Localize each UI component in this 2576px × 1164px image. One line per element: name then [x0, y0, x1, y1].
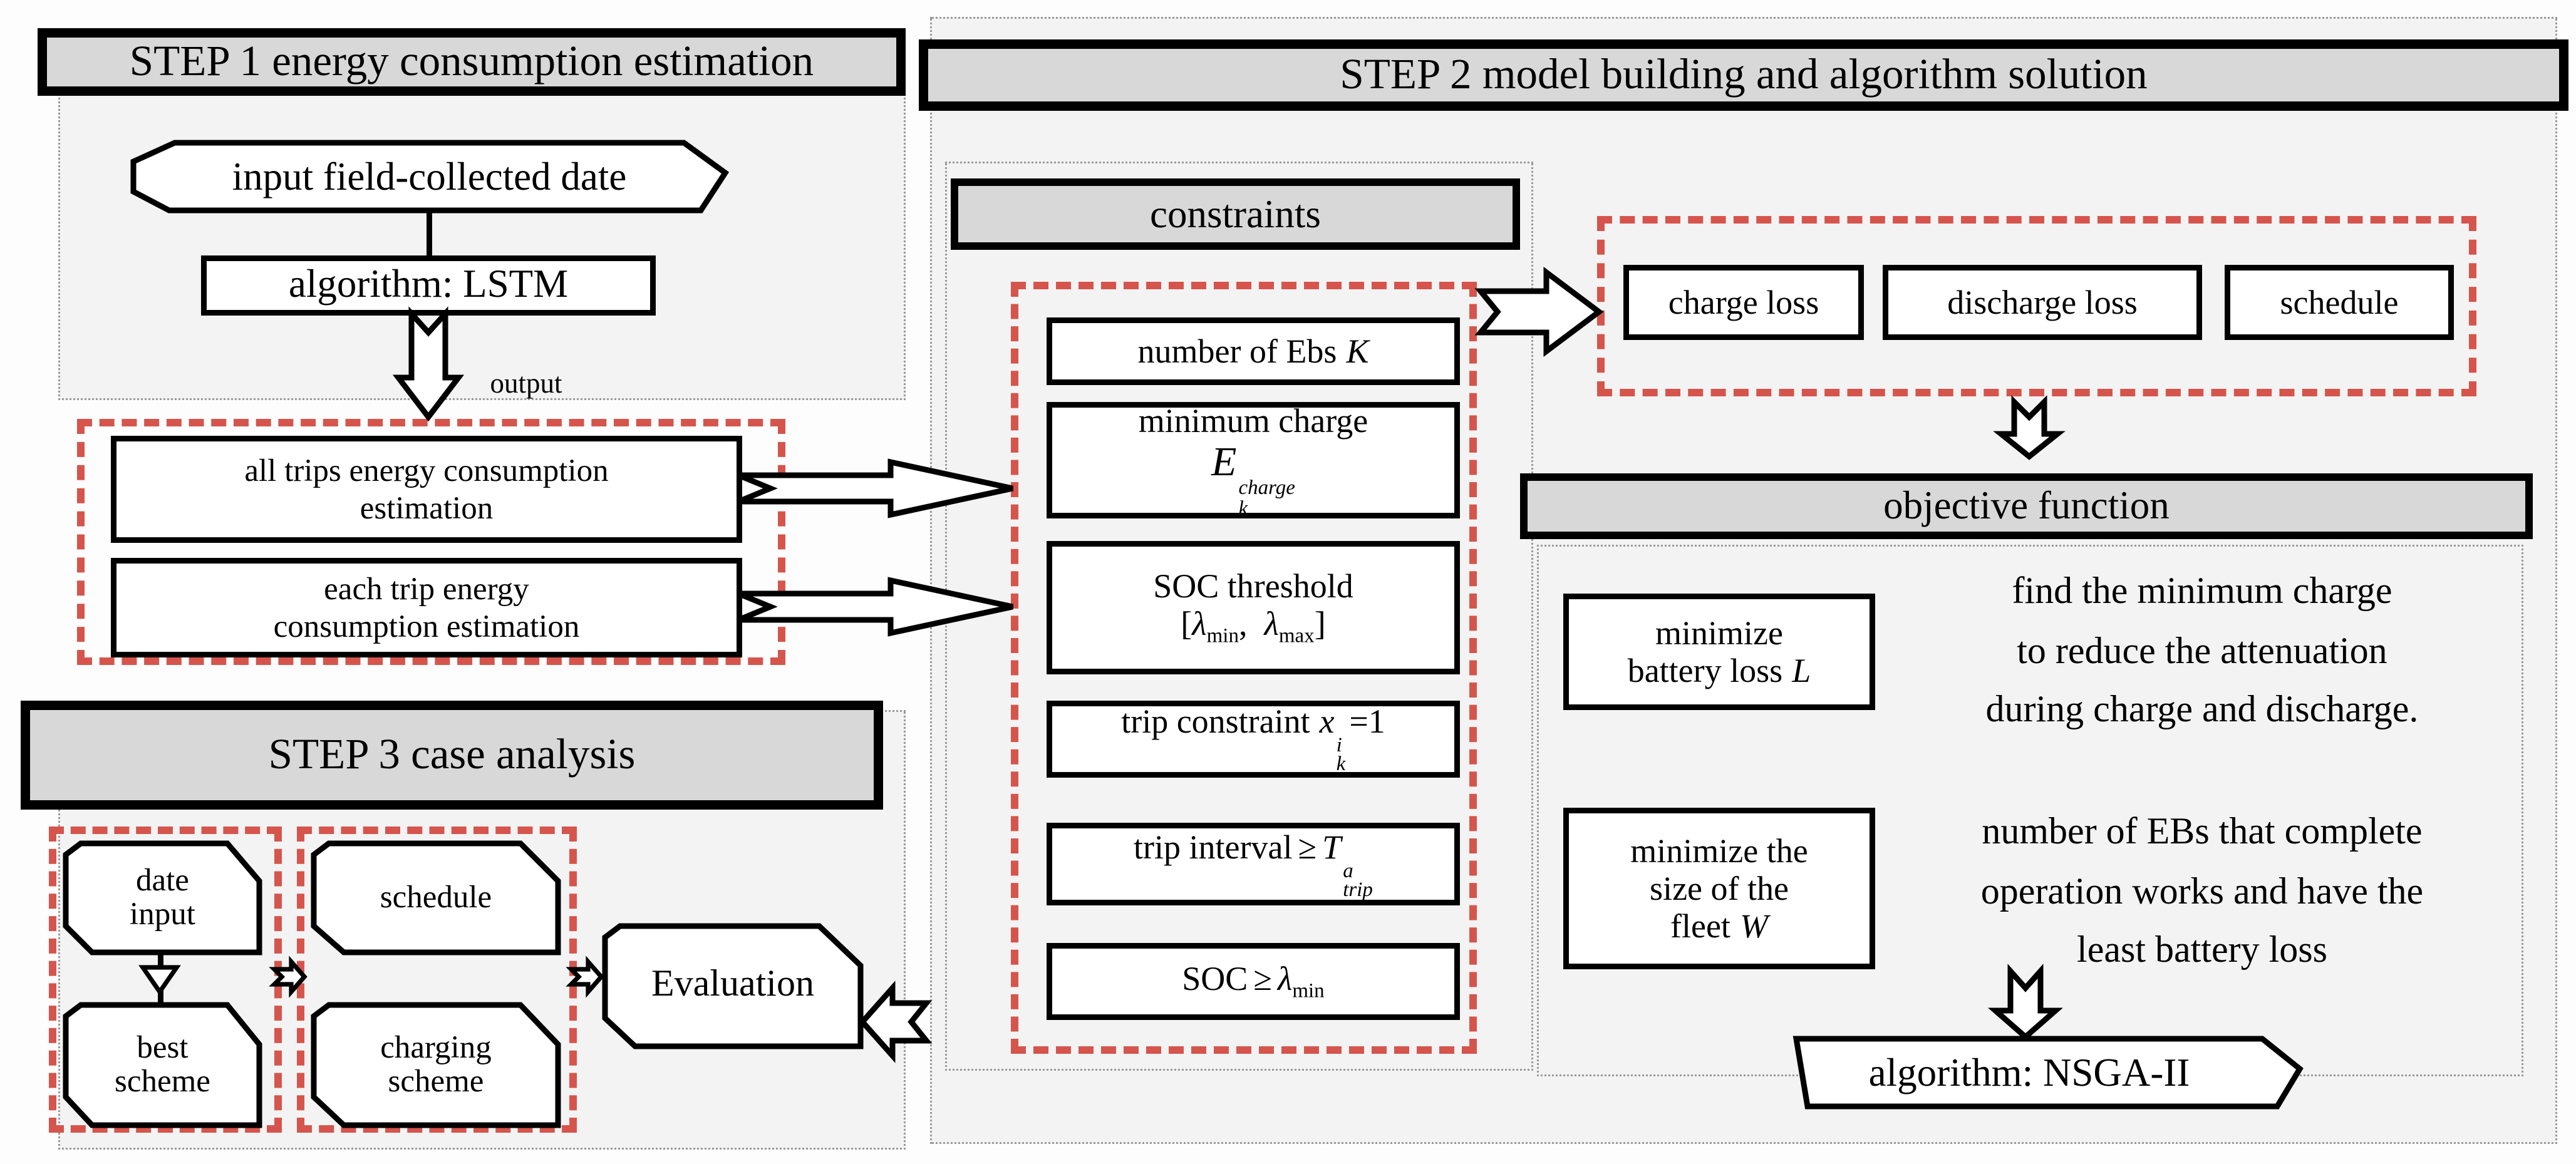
step1-title: STEP 1 energy consumption estimation: [129, 37, 814, 85]
objective-header: objective function: [1520, 473, 2533, 539]
charging-scheme-card: charging scheme: [311, 1002, 561, 1128]
each-trip-line1: each trip energy: [324, 572, 529, 608]
nsga-banner: algorithm: NSGA-II: [1759, 1036, 2304, 1110]
card-icon: [63, 840, 262, 955]
input-data-banner: input field-collected date: [130, 140, 730, 214]
card-icon: [602, 923, 864, 1049]
date-input-label: date input: [130, 861, 195, 932]
arrow-losses-to-objective: [1993, 395, 2066, 460]
schedule-card: schedule: [311, 840, 561, 955]
nsga-label: algorithm: NSGA-II: [1868, 1049, 2190, 1094]
arrow-input-to-schedule-group: [269, 955, 308, 998]
schedule-loss-box: schedule: [2225, 265, 2454, 340]
step1-header: STEP 1 energy consumption estimation: [38, 28, 906, 96]
step3-title: STEP 3 case analysis: [268, 730, 636, 778]
constraints-dashed-group: [1011, 282, 1477, 1054]
step2-header: STEP 2 model building and algorithm solu…: [919, 39, 2568, 111]
best-scheme-card: best scheme: [63, 1002, 262, 1128]
card-icon: [311, 840, 561, 955]
step2-title: STEP 2 model building and algorithm solu…: [1340, 50, 2148, 98]
arrow-objective-to-nsga: [1988, 964, 2063, 1041]
losses-dashed-group: [1597, 216, 2476, 396]
schedule-card-label: schedule: [380, 878, 492, 915]
constraints-title: constraints: [1150, 191, 1321, 237]
arrow-eachtrip-to-constraints: [737, 577, 1016, 637]
triangle-down-icon: [138, 965, 181, 996]
connector-input-to-lstm: [427, 210, 432, 257]
banner-card-icon: [130, 140, 730, 214]
evaluation-card: Evaluation: [602, 923, 864, 1049]
arrow-constraints-to-losses: [1474, 267, 1604, 357]
input-data-label: input field-collected date: [232, 153, 627, 198]
all-trips-estimation-box: all trips energy consumption estimation: [111, 436, 742, 543]
each-trip-line2: consumption estimation: [273, 607, 580, 644]
small-arrow-right-icon: [566, 955, 604, 998]
arrow-step2-to-evaluation: [858, 981, 933, 1063]
small-arrow-right-icon: [269, 955, 308, 998]
card-icon: [311, 1002, 561, 1128]
charge-loss-box: charge loss: [1623, 265, 1864, 340]
charging-scheme-label: charging scheme: [380, 1028, 492, 1099]
fleet-objective-note: number of EBs that complete operation wo…: [1980, 811, 2424, 972]
all-trips-line1: all trips energy consumption: [244, 453, 609, 490]
all-trips-line2: estimation: [360, 489, 494, 525]
best-scheme-label: best scheme: [115, 1028, 210, 1099]
each-trip-estimation-box: each trip energy consumption estimation: [111, 558, 742, 657]
block-arrow-right-icon: [737, 458, 1013, 518]
constraint-minimum-charge-text: minimum charge: [1138, 402, 1368, 440]
battery-objective-note: find the minimum charge to reduce the at…: [1985, 571, 2419, 731]
block-arrow-right-icon: [737, 577, 1013, 637]
block-arrow-down-icon: [1988, 964, 2063, 1041]
objective-title: objective function: [1883, 483, 2170, 529]
arrow-alltrips-to-constraints: [737, 458, 1016, 518]
constraint-soc-min: SOC≥λmin: [1047, 943, 1460, 1020]
block-arrow-down-icon: [392, 306, 465, 422]
lstm-label: algorithm: LSTM: [288, 261, 569, 307]
block-arrow-right-icon: [1474, 267, 1604, 357]
card-icon: [63, 1002, 262, 1128]
constraint-soc-threshold-range: [λmin,λmax]: [1181, 605, 1326, 648]
evaluation-label: Evaluation: [651, 964, 814, 1006]
output-label: output: [490, 370, 562, 400]
constraints-header: constraints: [951, 178, 1520, 250]
step1-panel: [58, 45, 906, 400]
date-input-card: date input: [63, 840, 262, 955]
discharge-loss-box: discharge loss: [1883, 265, 2202, 340]
lstm-box: algorithm: LSTM: [201, 255, 656, 316]
constraint-soc-threshold-text: SOC threshold: [1153, 567, 1353, 605]
arrow-schedule-group-to-evaluation: [566, 955, 604, 998]
constraint-soc-min-math: SOC≥λmin: [1182, 959, 1325, 1003]
step3-header: STEP 3 case analysis: [21, 701, 883, 810]
block-arrow-down-icon: [1993, 395, 2066, 460]
banner-card-icon: [1792, 1036, 2304, 1110]
arrowhead-date-to-best: [138, 965, 181, 996]
constraint-soc-threshold: SOC threshold [λmin,λmax]: [1047, 541, 1460, 674]
output-arrow: [392, 306, 465, 422]
block-arrow-left-icon: [858, 981, 933, 1063]
